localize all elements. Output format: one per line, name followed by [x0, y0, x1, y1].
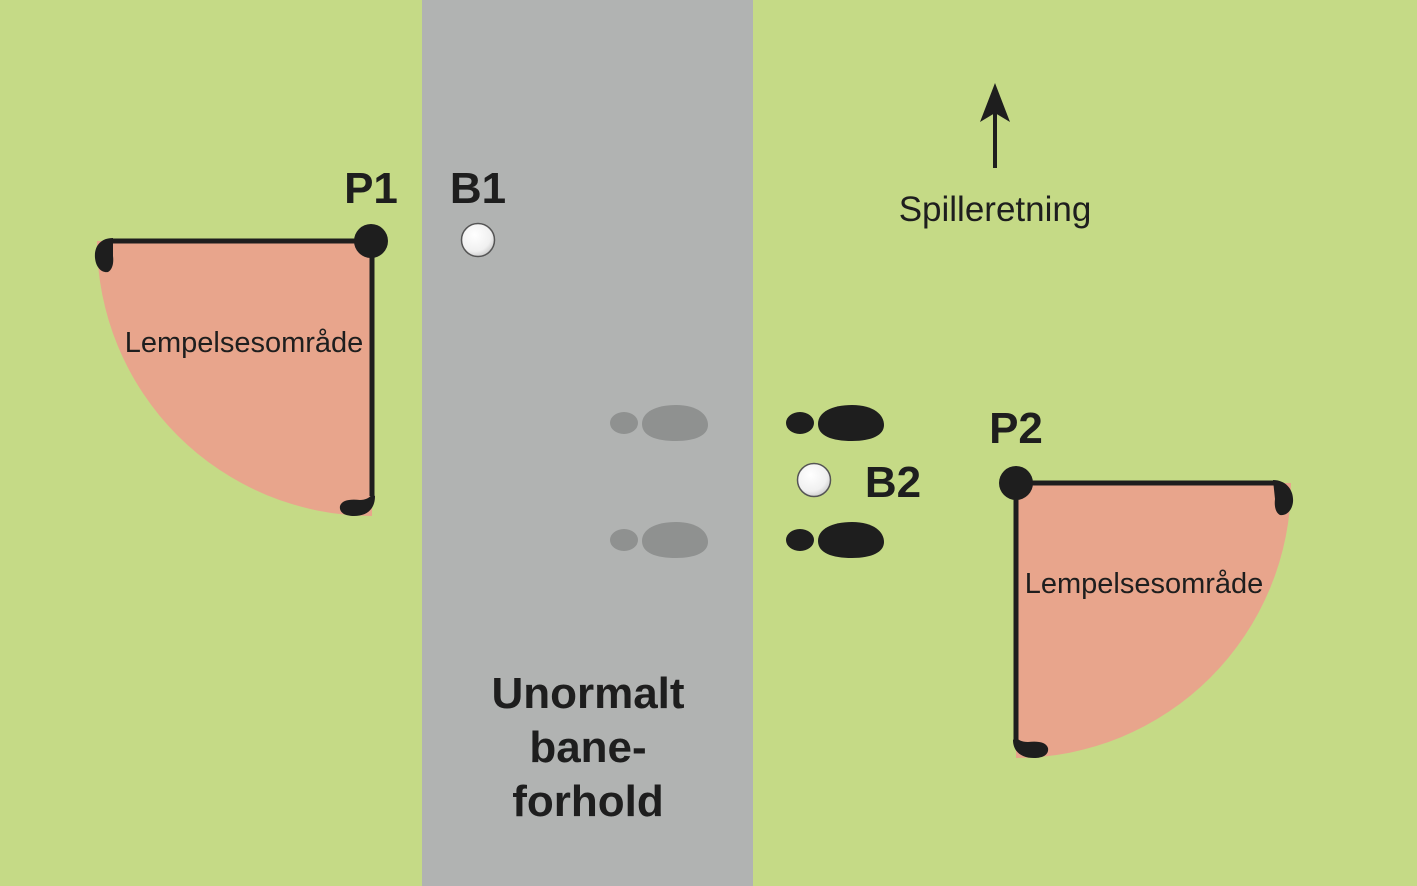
point-label-p2: P2 [989, 404, 1043, 453]
abnormal-ground-area [422, 0, 753, 886]
shoe-print-icon [786, 405, 884, 441]
abnormal-ground-label-line1: Unormalt [491, 669, 684, 718]
arrow-up-icon [980, 83, 1010, 168]
abnormal-ground-label-line3: forhold [512, 777, 664, 826]
tee-marker-icon [1013, 736, 1049, 758]
direction-of-play-label: Spilleretning [899, 190, 1092, 229]
golf-ball-icon [796, 462, 832, 498]
shoe-print-icon [786, 522, 884, 558]
ball-label-b2: B2 [865, 458, 921, 507]
relief-area-right: Lempelsesområde [999, 466, 1294, 758]
relief-area-label: Lempelsesområde [125, 327, 364, 359]
tee-marker-icon [339, 494, 375, 516]
reference-point-p2 [999, 466, 1033, 500]
tee-marker-icon [94, 238, 114, 273]
tee-marker-icon [1273, 480, 1294, 516]
reference-point-p1 [354, 224, 388, 258]
abnormal-ground-label: Unormalt bane- forhold [491, 669, 684, 826]
relief-area-label: Lempelsesområde [1025, 568, 1264, 600]
ball-label-b1: B1 [450, 164, 506, 213]
golf-ball-icon [460, 222, 496, 258]
abnormal-ground-label-line2: bane- [529, 723, 646, 772]
shoe-print-icon [610, 522, 708, 558]
relief-area-left: Lempelsesområde [94, 224, 388, 516]
shoe-print-icon [610, 405, 708, 441]
point-label-p1: P1 [344, 164, 398, 213]
